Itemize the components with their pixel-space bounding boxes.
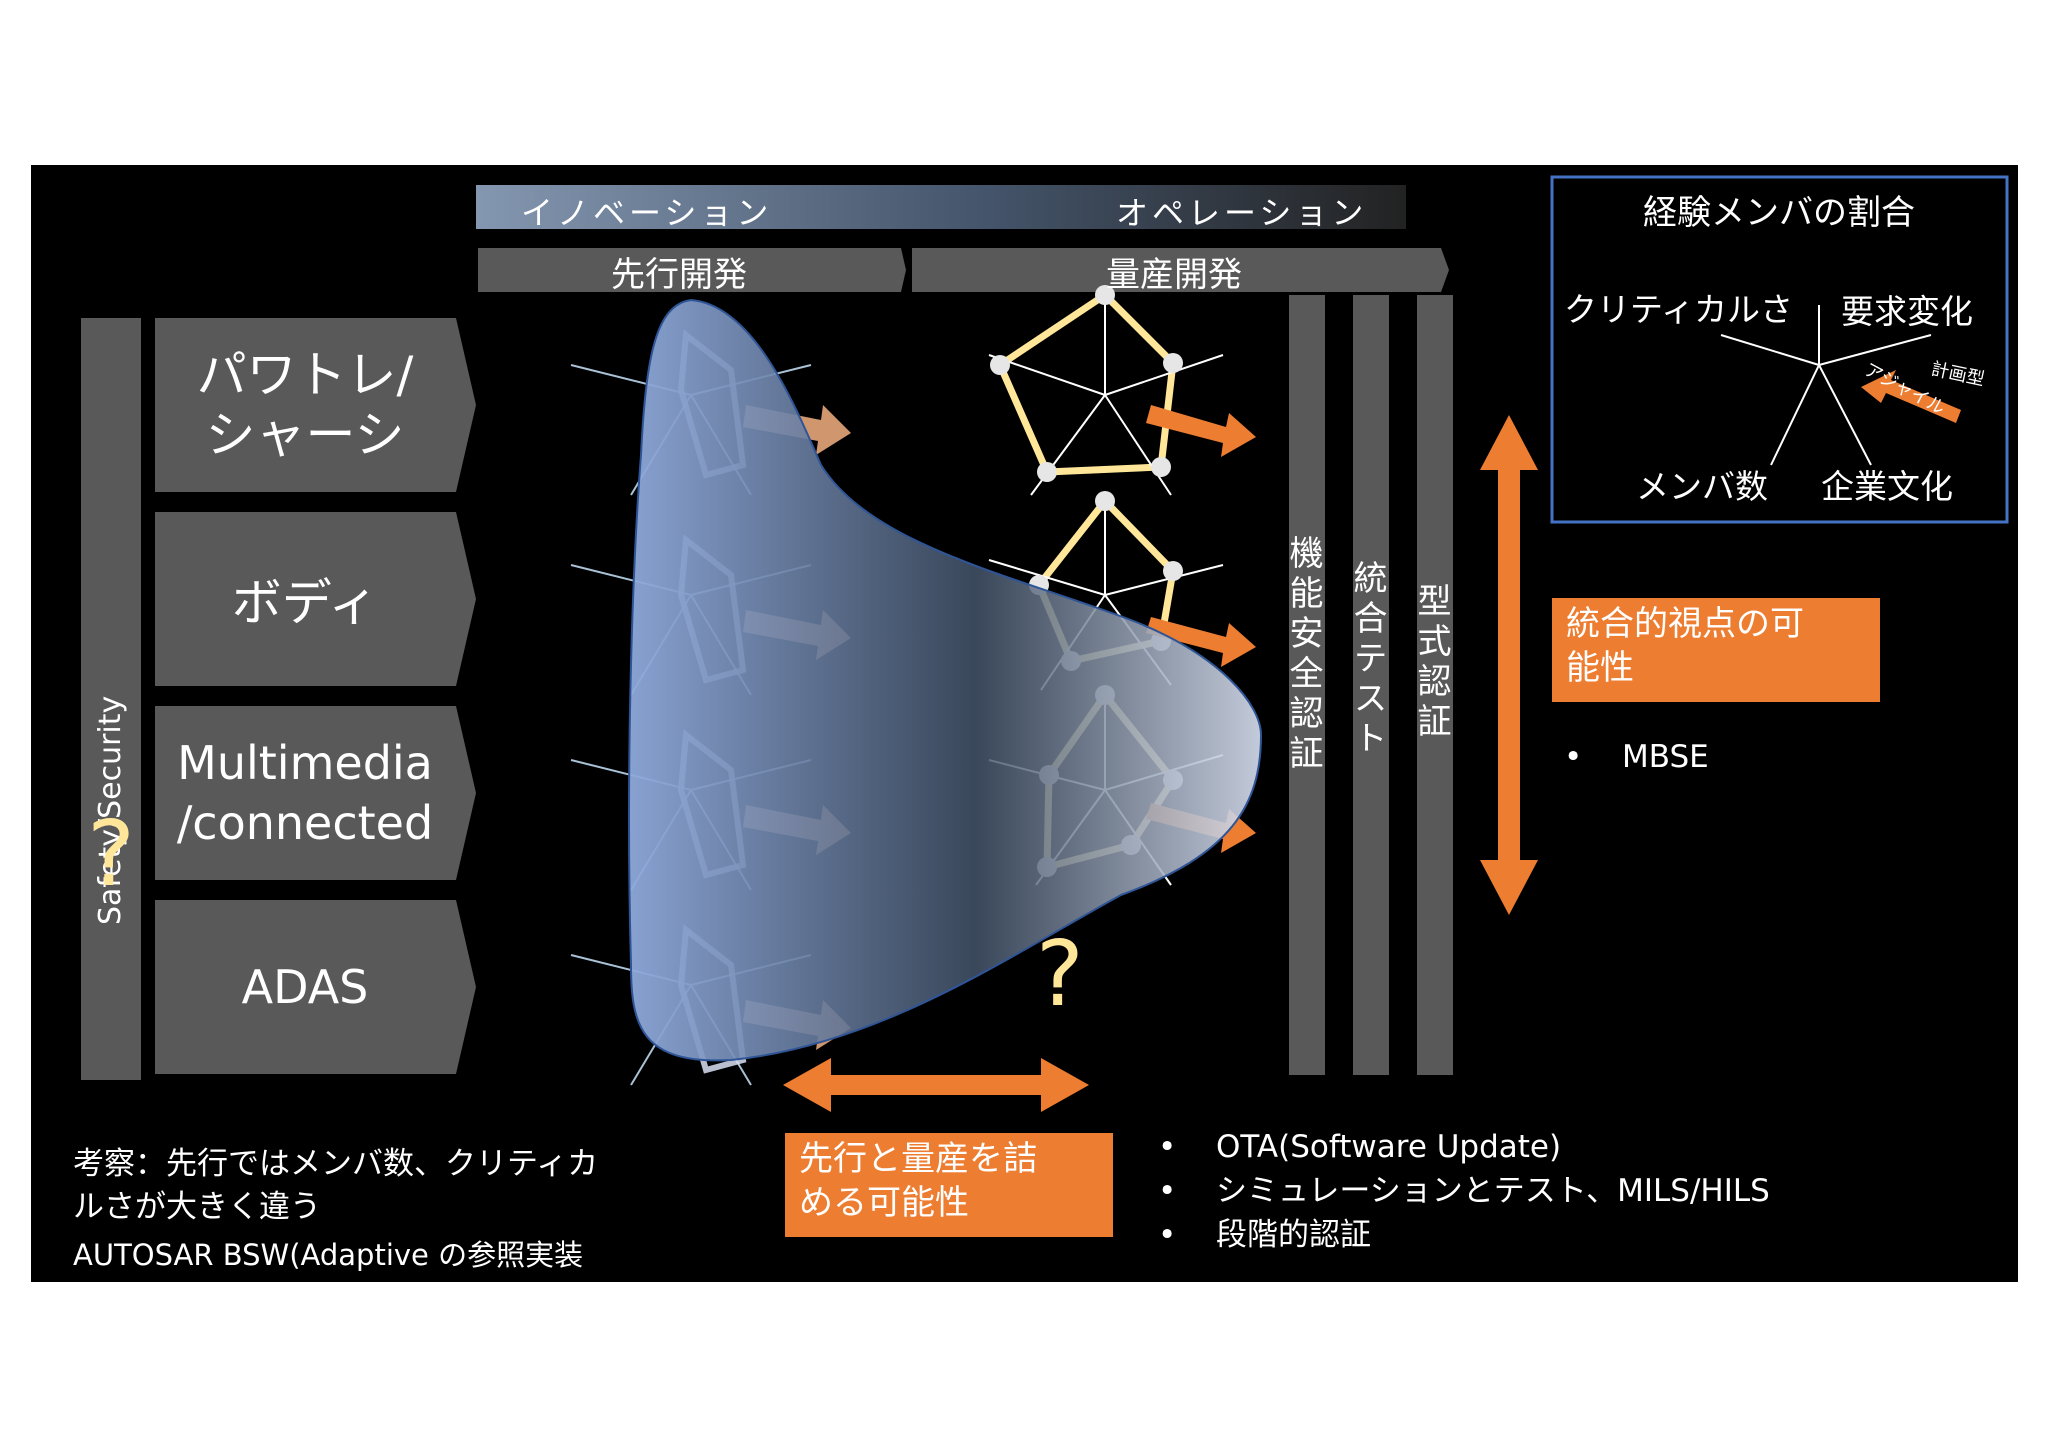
safety-security-bar: [81, 318, 141, 1080]
innovation-operation-bar: イノベーション オペレーション: [476, 185, 1406, 232]
bullets-bottom: • OTA(Software Update) • シミュレーションとテスト、MILS…: [1158, 1125, 1770, 1257]
legend-title: 経験メンバの割合: [1643, 193, 1915, 233]
bridge-possibility-text: 先行と量産を詰 める可能性: [799, 1139, 1037, 1223]
bullet-item: • OTA(Software Update): [1158, 1125, 1770, 1169]
left-question-mark: ?: [87, 802, 135, 907]
legend-axis-culture: 企業文化: [1821, 467, 1953, 506]
bullet-dot: •: [1158, 1173, 1177, 1209]
innovation-blob: [628, 298, 1263, 1062]
legend-axes: [1720, 305, 1932, 466]
legend-arrow: [1861, 370, 1961, 423]
integration-possibility-text: 統合的視点の可 能性: [1566, 604, 1804, 688]
advance-dev-label: 先行開発: [611, 255, 747, 295]
bullet-text: MBSE: [1622, 739, 1709, 775]
domain-label-adas: ADAS: [241, 960, 369, 1014]
bar-functional-safety: [1289, 295, 1325, 1075]
domain-label-body: ボディ: [231, 574, 379, 632]
notes-line-2: AUTOSAR BSW(Adaptive の参照実装: [73, 1238, 584, 1272]
label-functional-safety: 機能安全認証: [1283, 535, 1323, 775]
legend-axis-criticality: クリティカルさ: [1564, 290, 1794, 329]
domain-chevron-1: [155, 318, 476, 492]
radar-chart-top: [995, 290, 1177, 476]
vertical-double-arrow: [1480, 415, 1538, 915]
operation-label: オペレーション: [1116, 194, 1368, 232]
bullet-item: • 段階的認証: [1158, 1213, 1770, 1257]
legend-axis-requirement-change: 要求変化: [1841, 292, 1973, 331]
bullet-text: 段階的認証: [1216, 1217, 1371, 1253]
bullet-text: シミュレーションとテスト、MILS/HILS: [1216, 1173, 1770, 1209]
bridge-possibility-box: 先行と量産を詰 める可能性: [785, 1133, 1113, 1237]
bar-integration-test: [1353, 295, 1389, 1075]
label-type-approval: 型式認証: [1411, 583, 1451, 743]
legend-box: [1550, 175, 2009, 524]
label-integration-test: 統合テスト: [1347, 560, 1387, 760]
integration-possibility-box: 統合的視点の可 能性: [1552, 598, 1880, 702]
mass-dev-chevron: [912, 248, 1449, 292]
bullet-item: • シミュレーションとテスト、MILS/HILS: [1158, 1169, 1770, 1213]
bullet-dot: •: [1158, 1217, 1177, 1253]
slide-canvas: イノベーション オペレーション: [31, 165, 2018, 1282]
notes-line-1: 考察：先行ではメンバ数、クリティカ ルさが大きく違う: [73, 1146, 599, 1225]
bullets-right: • MBSE: [1564, 735, 1709, 779]
domain-chevron-3: [155, 706, 476, 880]
bullet-item: • MBSE: [1564, 735, 1709, 779]
mass-dev-label: 量産開発: [1106, 255, 1242, 295]
bullet-dot: •: [1158, 1129, 1177, 1165]
diagram-shapes: [81, 175, 2009, 1112]
domain-label-multimedia: Multimedia /connected: [176, 736, 434, 850]
domain-chevron-4: [155, 900, 476, 1074]
horizontal-double-arrow: [783, 1058, 1089, 1112]
legend-axis-members: メンバ数: [1636, 467, 1768, 506]
innovation-label: イノベーション: [521, 194, 773, 232]
bullet-dot: •: [1564, 739, 1583, 775]
advance-dev-chevron: [478, 248, 906, 292]
bar-type-approval: [1417, 295, 1453, 1075]
domain-chevron-2: [155, 512, 476, 686]
domain-label-powertrain: パワトレ/ シャーシ: [196, 346, 414, 464]
bullet-text: OTA(Software Update): [1216, 1129, 1562, 1165]
middle-question-mark: ?: [1036, 922, 1084, 1027]
